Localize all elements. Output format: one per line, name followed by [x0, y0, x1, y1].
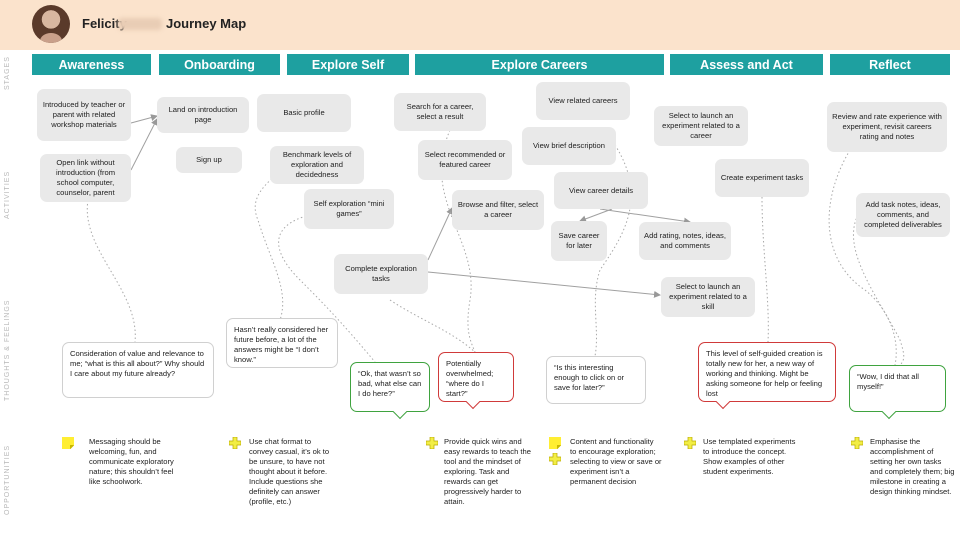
opportunity-awareness: Messaging should be welcoming, fun, and …	[89, 437, 174, 486]
activity-view-related: View related careers	[536, 82, 630, 120]
arrow-tasks-to-skill	[427, 271, 661, 298]
thought-reflect: “Wow, I did that all myself!”	[849, 365, 946, 412]
opportunity-reflect: Emphasise the accomplishment of setting …	[870, 437, 955, 496]
activity-benchmark: Benchmark levels of exploration and deci…	[270, 146, 364, 184]
dotted-reflect-a	[828, 149, 897, 366]
sticky-note-icon	[62, 437, 74, 449]
activity-self-exploration: Self exploration “mini games”	[304, 189, 394, 229]
activity-browse-filter: Browse and filter, select a career	[452, 190, 544, 230]
header-bar: Felicity Journey Map	[0, 0, 960, 50]
plus-icon	[851, 437, 863, 449]
arrow-details-to-save	[579, 208, 613, 223]
thought-overwhelmed-text: Potentially overwhelmed; “where do I sta…	[446, 359, 494, 398]
activity-view-brief: View brief description	[522, 127, 616, 165]
opportunity-explore-careers-b: Content and functionality to encourage e…	[570, 437, 662, 486]
stage-explore-self: Explore Self	[287, 54, 409, 75]
activity-sign-up: Sign up	[176, 147, 242, 173]
redacted-name	[118, 18, 162, 30]
avatar	[32, 5, 70, 43]
activity-introduced: Introduced by teacher or parent with rel…	[37, 89, 131, 141]
stage-assess-and-act: Assess and Act	[670, 54, 823, 75]
activity-review-rate: Review and rate experience with experime…	[827, 102, 947, 152]
thought-interesting: “Is this interesting enough to click on …	[546, 356, 646, 404]
activity-open-link: Open link without introduction (from sch…	[40, 154, 131, 202]
activity-land-intro: Land on introduction page	[157, 97, 249, 133]
activity-create-experiment: Create experiment tasks	[715, 159, 809, 197]
row-label-opportunities: OPPORTUNITIES	[4, 444, 11, 516]
thought-explore-self-text: “Ok, that wasn’t so bad, what else can I…	[358, 369, 422, 398]
thought-reflect-text: “Wow, I did that all myself!”	[857, 372, 919, 391]
arrow-details-to-rating	[599, 208, 691, 225]
arrow-introduced-to-land	[130, 114, 158, 124]
plus-icon	[684, 437, 696, 449]
page-title-rest: Journey Map	[166, 16, 247, 31]
dotted-assess	[761, 196, 769, 343]
plus-icon	[426, 437, 438, 449]
thought-awareness: Consideration of value and relevance to …	[62, 342, 214, 398]
plus-icon	[229, 437, 241, 449]
activity-view-details: View career details	[554, 172, 648, 209]
opportunity-assess: Use templated experiments to introduce t…	[703, 437, 796, 476]
opportunity-explore-careers-a: Provide quick wins and easy rewards to t…	[444, 437, 531, 506]
arrow-openlink-to-land	[130, 118, 158, 171]
thought-assess: This level of self-guided creation is to…	[698, 342, 836, 402]
thought-overwhelmed: Potentially overwhelmed; “where do I sta…	[438, 352, 514, 402]
activity-launch-skill: Select to launch an experiment related t…	[661, 277, 755, 317]
arrow-tasks-to-browse	[427, 207, 453, 261]
thought-onboarding: Hasn’t really considered her future befo…	[226, 318, 338, 368]
activity-select-recommended: Select recommended or featured career	[418, 140, 512, 180]
row-label-activities: ACTIVITIES	[4, 170, 11, 220]
activity-basic-profile: Basic profile	[257, 94, 351, 132]
thought-assess-text: This level of self-guided creation is to…	[706, 349, 823, 398]
dotted-overwhelmed-a	[389, 299, 476, 353]
activity-search-career: Search for a career, select a result	[394, 93, 486, 131]
stage-explore-careers: Explore Careers	[415, 54, 664, 75]
stage-onboarding: Onboarding	[159, 54, 280, 75]
page-title-first: Felicity	[82, 16, 127, 31]
activity-complete-tasks: Complete exploration tasks	[334, 254, 428, 294]
stage-awareness: Awareness	[32, 54, 151, 75]
activity-save-career: Save career for later	[551, 221, 607, 261]
sticky-note-icon	[549, 437, 561, 449]
row-label-stages: STAGES	[4, 56, 11, 90]
row-label-thoughts: THOUGHTS & FEELINGS	[4, 299, 11, 401]
thought-explore-self: “Ok, that wasn’t so bad, what else can I…	[350, 362, 430, 412]
activity-add-rating: Add rating, notes, ideas, and comments	[639, 222, 731, 260]
activity-task-notes: Add task notes, ideas, comments, and com…	[856, 193, 950, 237]
stage-reflect: Reflect	[830, 54, 950, 75]
activity-launch-career: Select to launch an experiment related t…	[654, 106, 748, 146]
dotted-awareness	[86, 199, 136, 343]
plus-icon	[549, 453, 561, 465]
dotted-reflect-b	[853, 214, 905, 366]
opportunity-onboarding: Use chat format to convey casual, it’s o…	[249, 437, 330, 506]
